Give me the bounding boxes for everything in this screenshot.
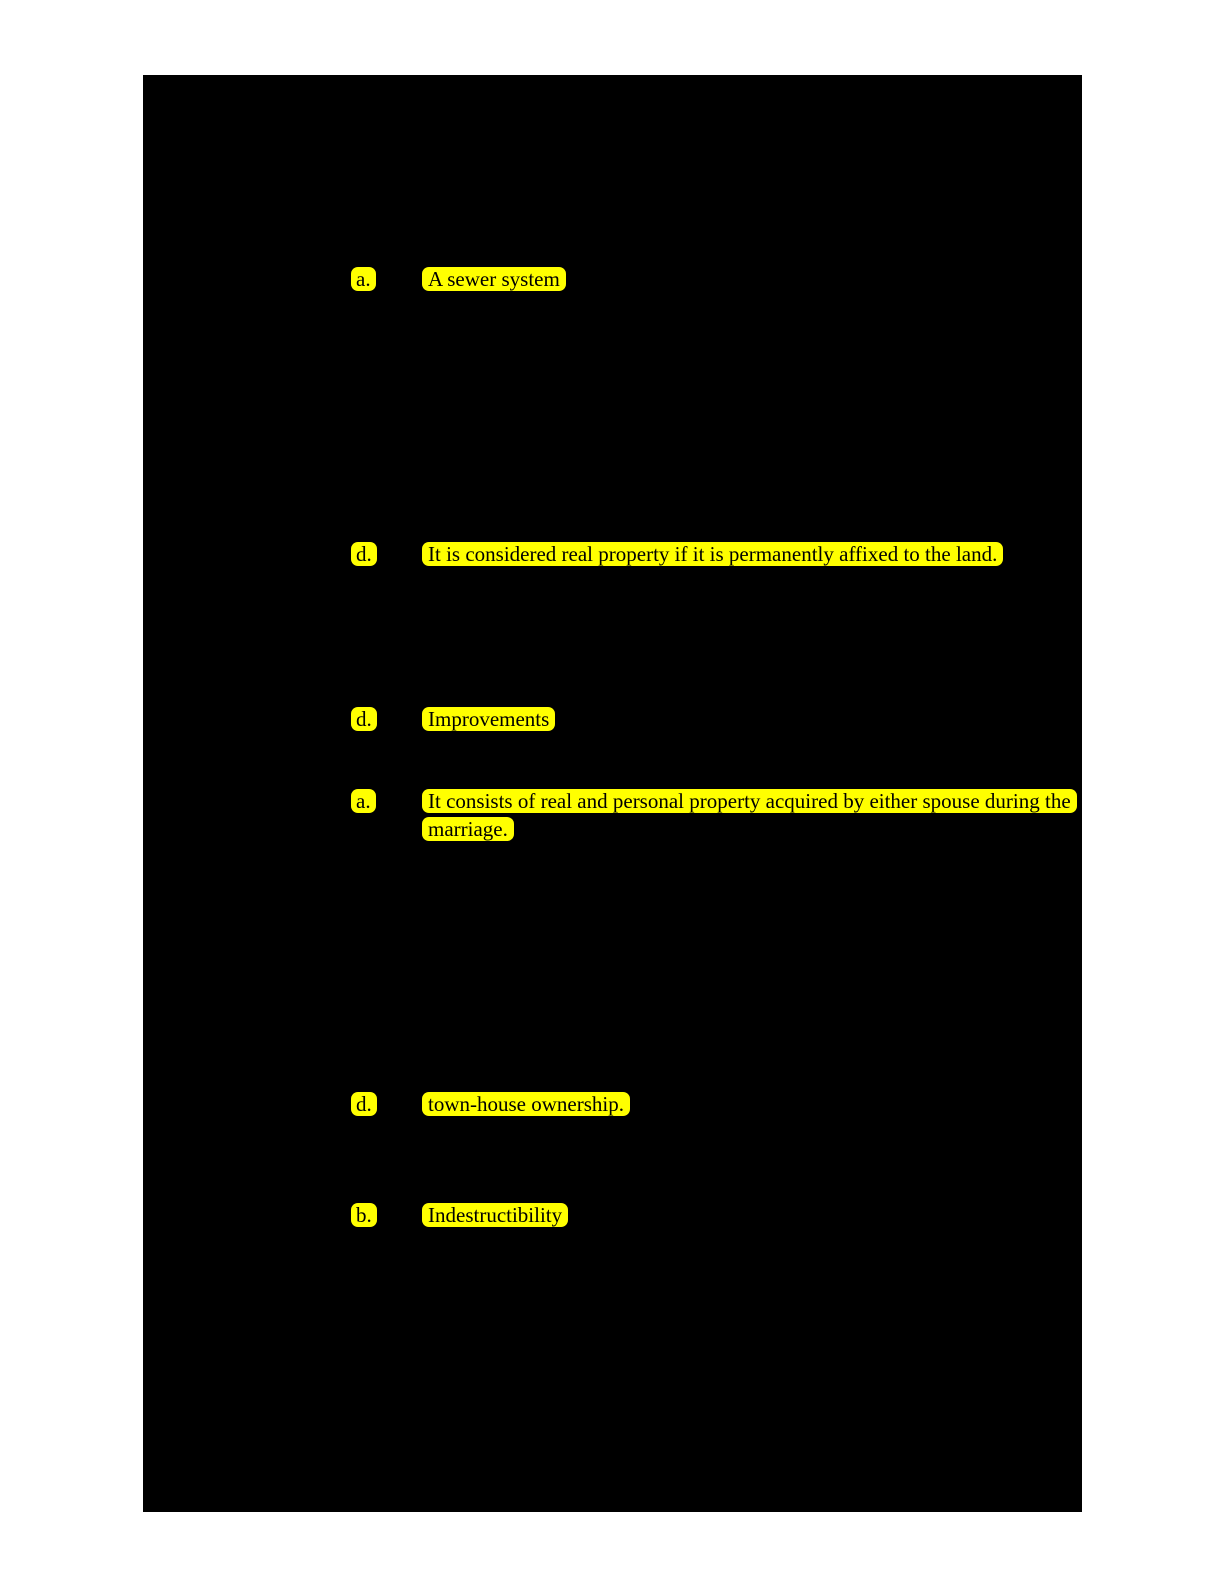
answer-text-highlight: Improvements <box>422 707 556 731</box>
answer-text-highlight: It is considered real property if it is … <box>422 542 1004 566</box>
answer-text-highlight: A sewer system <box>422 267 566 291</box>
answer-letter-highlight: a. <box>351 267 376 291</box>
answer-row: d. It is considered real property if it … <box>143 542 1224 568</box>
answer-text-highlight: town-house ownership. <box>422 1092 630 1116</box>
answer-row: b. Indestructibility <box>143 1203 1224 1229</box>
answer-text-highlight: marriage. <box>422 817 514 841</box>
answer-row: a. It consists of real and personal prop… <box>143 789 1224 843</box>
answer-row: d. town-house ownership. <box>143 1092 1224 1118</box>
answer-text-highlight: It consists of real and personal propert… <box>422 789 1077 813</box>
page-content-region: a. A sewer system d. It is considered re… <box>143 75 1082 1512</box>
answer-row: a. A sewer system <box>143 267 1224 293</box>
answer-letter-highlight: a. <box>351 789 376 813</box>
answer-letter-highlight: d. <box>351 707 377 731</box>
answer-letter-highlight: b. <box>351 1203 377 1227</box>
answer-row: d. Improvements <box>143 707 1224 733</box>
answer-letter-highlight: d. <box>351 1092 377 1116</box>
answer-letter-highlight: d. <box>351 542 377 566</box>
answer-text-highlight: Indestructibility <box>422 1203 569 1227</box>
